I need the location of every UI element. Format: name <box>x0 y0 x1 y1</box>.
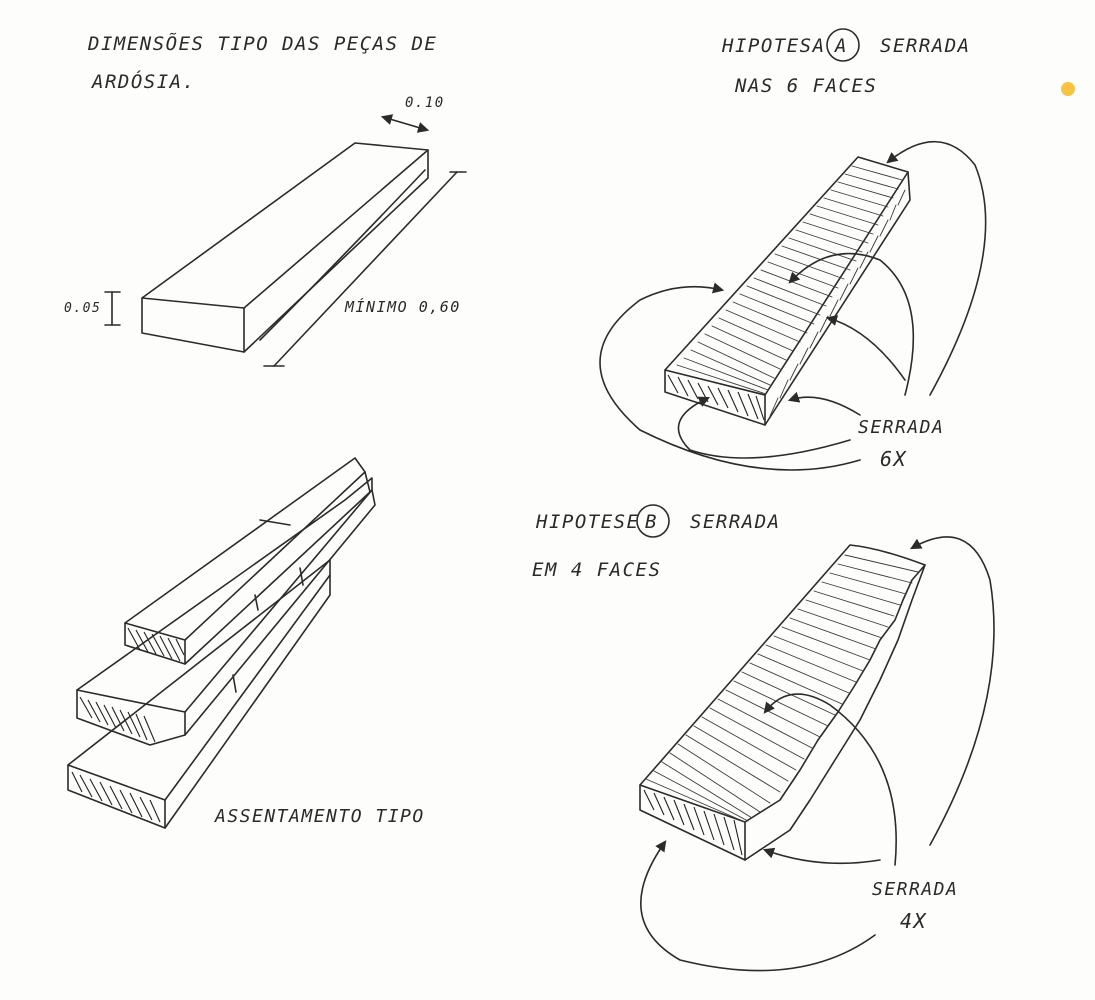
dimension-height-label: 0.05 <box>64 301 101 316</box>
title-line-2: ARDÓSIA. <box>91 69 196 93</box>
hypothesis-a-letter: A <box>834 35 848 57</box>
hypothesis-a-suffix: SERRADA <box>880 35 971 57</box>
dimension-length: MÍNIMO 0,60 <box>263 171 467 367</box>
dimension-height: 0.05 <box>64 291 121 326</box>
hypothesis-a-callout-count: 6X <box>880 447 908 471</box>
title-dimensions: DIMENSÕES TIPO DAS PEÇAS DE ARDÓSIA. <box>87 32 437 93</box>
dimension-width-label: 0.10 <box>405 95 445 111</box>
dimension-width: 0.10 <box>380 95 445 133</box>
hypothesis-b-suffix: SERRADA <box>690 511 781 533</box>
marker-dot <box>1061 82 1075 96</box>
hypothesis-a-arrows <box>599 140 987 471</box>
hypothesis-b-circle <box>636 504 670 538</box>
hypothesis-b-piece <box>639 544 926 861</box>
hypothesis-b-title: HIPOTESE B SERRADA EM 4 FACES <box>532 504 781 581</box>
hypothesis-a-callout-label: SERRADA <box>858 417 944 438</box>
hypothesis-a-circle <box>826 28 860 62</box>
hypothesis-a-piece <box>664 156 911 426</box>
slate-piece-drawing <box>141 142 429 353</box>
hypothesis-b-callout-label: SERRADA <box>872 879 958 900</box>
title-line-1: DIMENSÕES TIPO DAS PEÇAS DE <box>87 32 437 55</box>
hypothesis-b-prefix: HIPOTESE <box>535 511 640 533</box>
hypothesis-a-title: HIPOTESA A SERRADA NAS 6 FACES <box>721 28 971 97</box>
hypothesis-b-letter: B <box>645 511 658 533</box>
hypothesis-a-line-2: NAS 6 FACES <box>734 75 877 97</box>
hypothesis-b-line-2: EM 4 FACES <box>532 559 661 581</box>
hypothesis-b-callout-count: 4X <box>900 909 928 933</box>
dimension-length-label: MÍNIMO 0,60 <box>344 297 461 316</box>
assembly-drawing <box>67 457 376 829</box>
hypothesis-a-prefix: HIPOTESA <box>721 35 826 57</box>
hypothesis-b-arrows <box>640 536 995 972</box>
assembly-label: ASSENTAMENTO TIPO <box>214 806 425 827</box>
